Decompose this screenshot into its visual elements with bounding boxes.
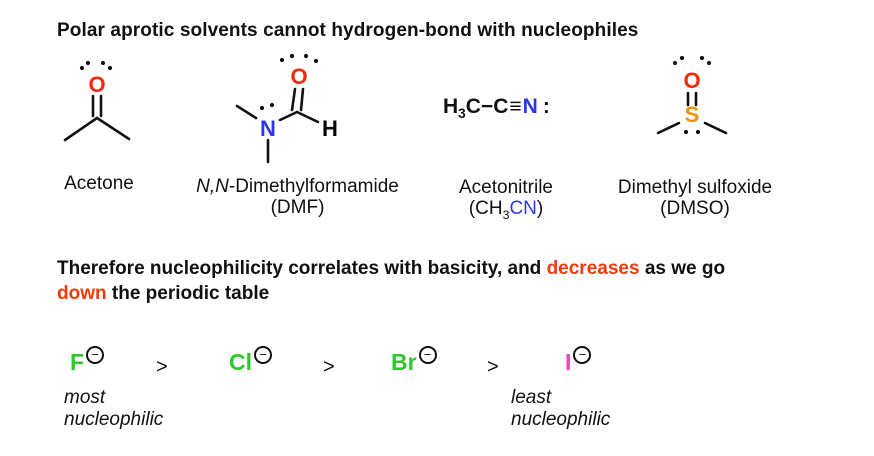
acetonitrile-name: Acetonitrile	[459, 177, 553, 198]
single-bond	[235, 104, 258, 120]
triple-bond: ≡	[509, 95, 522, 118]
lone-pair-dot	[79, 65, 85, 71]
greater-than-sign: >	[487, 356, 499, 378]
oxygen-atom: O	[290, 64, 307, 89]
lone-pair-dot	[313, 58, 319, 64]
dmf-name-italic: N,N	[196, 176, 229, 197]
dmf-name: N,N-Dimethylformamide	[160, 176, 435, 197]
lone-pair-dot	[672, 60, 678, 66]
most-line1: most	[64, 387, 106, 408]
lone-pair-dot	[683, 129, 689, 135]
formula-sub3: 3	[458, 106, 466, 122]
dmso-abbrev: (DMSO)	[660, 198, 730, 219]
acetone-structure: O	[63, 60, 131, 142]
formula-cc: C−C	[465, 95, 509, 118]
lone-pair-dot	[303, 53, 309, 59]
dmf-structure: O H N	[235, 53, 338, 164]
lone-pair-dot	[259, 105, 265, 111]
double-bond	[299, 87, 305, 112]
lone-pair-dot	[85, 60, 91, 66]
lone-pair-dot	[695, 129, 701, 135]
double-bond	[290, 87, 297, 112]
heading-line1-red: decreases	[546, 258, 640, 279]
nucleophilicity-heading: Therefore nucleophilicity correlates wit…	[57, 256, 847, 306]
heading-line2-black: the periodic table	[111, 283, 270, 304]
acetonitrile-abbrev: (CH3CN)	[431, 198, 581, 226]
chloride-symbol: Cl	[229, 349, 252, 375]
least-line2: nucleophilic	[511, 409, 611, 430]
dmf-abbrev: (DMF)	[270, 197, 325, 218]
nitrogen-atom: N	[260, 116, 276, 141]
most-nucleophilic-label: most nucleophilic	[64, 387, 163, 431]
halide-iodide: I−	[565, 345, 592, 375]
single-bond	[278, 110, 299, 122]
dmso-name: Dimethyl sulfoxide	[617, 177, 773, 198]
heading-line1: Therefore nucleophilicity correlates wit…	[57, 256, 847, 281]
lone-pair-colon: :	[542, 95, 550, 118]
halide-bromide: Br−	[391, 345, 437, 375]
lone-pair-dot	[679, 55, 685, 61]
lone-pair-dot	[100, 60, 106, 66]
formula-h: H	[443, 95, 459, 118]
fluoride-symbol: F	[70, 349, 85, 375]
iodide-symbol: I	[565, 349, 572, 375]
single-bond	[703, 121, 728, 135]
abbrev-open: (CH	[468, 198, 503, 219]
halide-fluoride: F−	[70, 345, 105, 375]
oxygen-atom: O	[683, 68, 700, 93]
lone-pair-dot	[269, 102, 275, 108]
abbrev-cn: CN	[509, 198, 537, 219]
dmso-structure: O S	[656, 55, 728, 135]
dmf-name-rest: -Dimethylformamide	[228, 176, 399, 197]
acetonitrile-label: Acetonitrile (CH3CN)	[431, 177, 581, 226]
nitrogen-atom: N	[522, 95, 538, 118]
lone-pair-dot	[699, 55, 705, 61]
lone-pair-dot	[706, 60, 712, 66]
minus-charge-icon: −	[573, 345, 592, 364]
sulfur-atom: S	[685, 102, 700, 127]
single-bond	[295, 110, 320, 124]
dmf-label: N,N-Dimethylformamide (DMF)	[160, 176, 435, 218]
lone-pair-dot	[279, 57, 285, 63]
heading-line1-black: Therefore nucleophilicity correlates wit…	[57, 258, 542, 279]
minus-charge-icon: −	[254, 345, 272, 364]
minus-charge-icon: −	[86, 345, 105, 364]
lone-pair-dot	[107, 65, 113, 71]
abbrev-sub3: 3	[502, 207, 510, 222]
heading-line2: down the periodic table	[57, 281, 847, 306]
lone-pair-dot	[289, 53, 295, 59]
bromide-symbol: Br	[391, 349, 417, 375]
most-line2: nucleophilic	[64, 409, 164, 430]
halide-chloride: Cl−	[229, 345, 272, 375]
dmso-label: Dimethyl sulfoxide (DMSO)	[597, 177, 793, 219]
least-line1: least	[511, 387, 552, 408]
page-title: Polar aprotic solvents cannot hydrogen-b…	[57, 20, 639, 41]
least-nucleophilic-label: least nucleophilic	[511, 387, 610, 431]
minus-charge-icon: −	[418, 345, 437, 364]
acetonitrile-structure: H3C−C≡N:	[443, 95, 550, 121]
single-bond	[95, 116, 131, 141]
oxygen-atom: O	[88, 72, 105, 97]
abbrev-close: )	[536, 198, 544, 219]
heading-line1-tail: as we go	[644, 258, 726, 279]
hydrogen-atom: H	[322, 116, 338, 141]
acetone-label: Acetone	[64, 173, 134, 194]
greater-than-sign: >	[323, 356, 335, 378]
greater-than-sign: >	[156, 356, 168, 378]
heading-line2-red: down	[57, 283, 107, 304]
single-bond	[63, 116, 99, 142]
single-bond	[656, 121, 681, 135]
